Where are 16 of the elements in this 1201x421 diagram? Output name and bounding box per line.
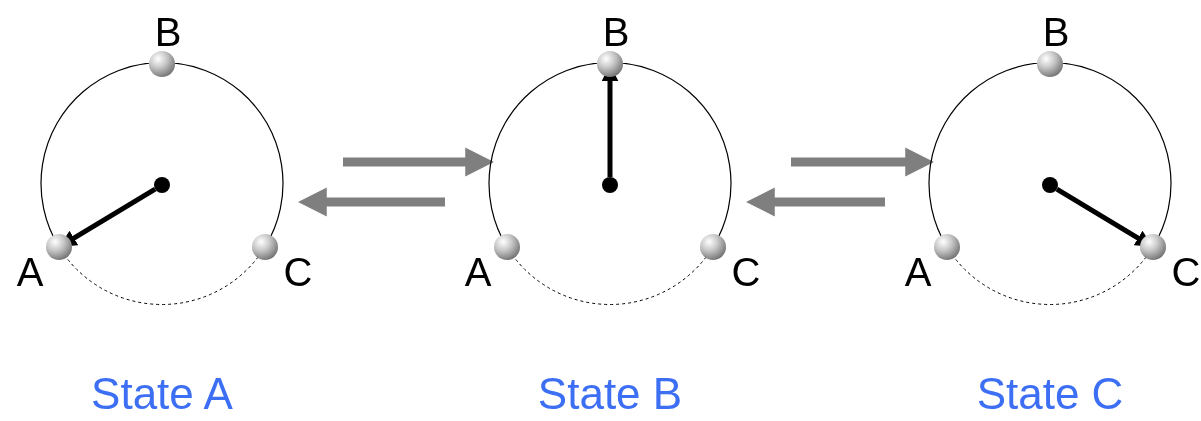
position-letter: C xyxy=(283,252,313,292)
position-letter: C xyxy=(1171,252,1201,292)
position-letter: B xyxy=(1042,12,1070,52)
position-letter: B xyxy=(154,12,182,52)
state-caption: State A xyxy=(91,372,233,416)
position-letter: B xyxy=(602,12,630,52)
equilibrium-arrow xyxy=(745,187,885,217)
state-caption: State C xyxy=(976,372,1124,416)
position-letter: C xyxy=(731,252,761,292)
position-letter: A xyxy=(16,252,44,292)
position-letter: A xyxy=(904,252,932,292)
equilibrium-arrow xyxy=(297,187,445,217)
equilibrium-arrow xyxy=(791,147,935,177)
position-letter: A xyxy=(464,252,492,292)
state-caption: State B xyxy=(537,372,683,416)
equilibrium-arrow xyxy=(343,147,495,177)
